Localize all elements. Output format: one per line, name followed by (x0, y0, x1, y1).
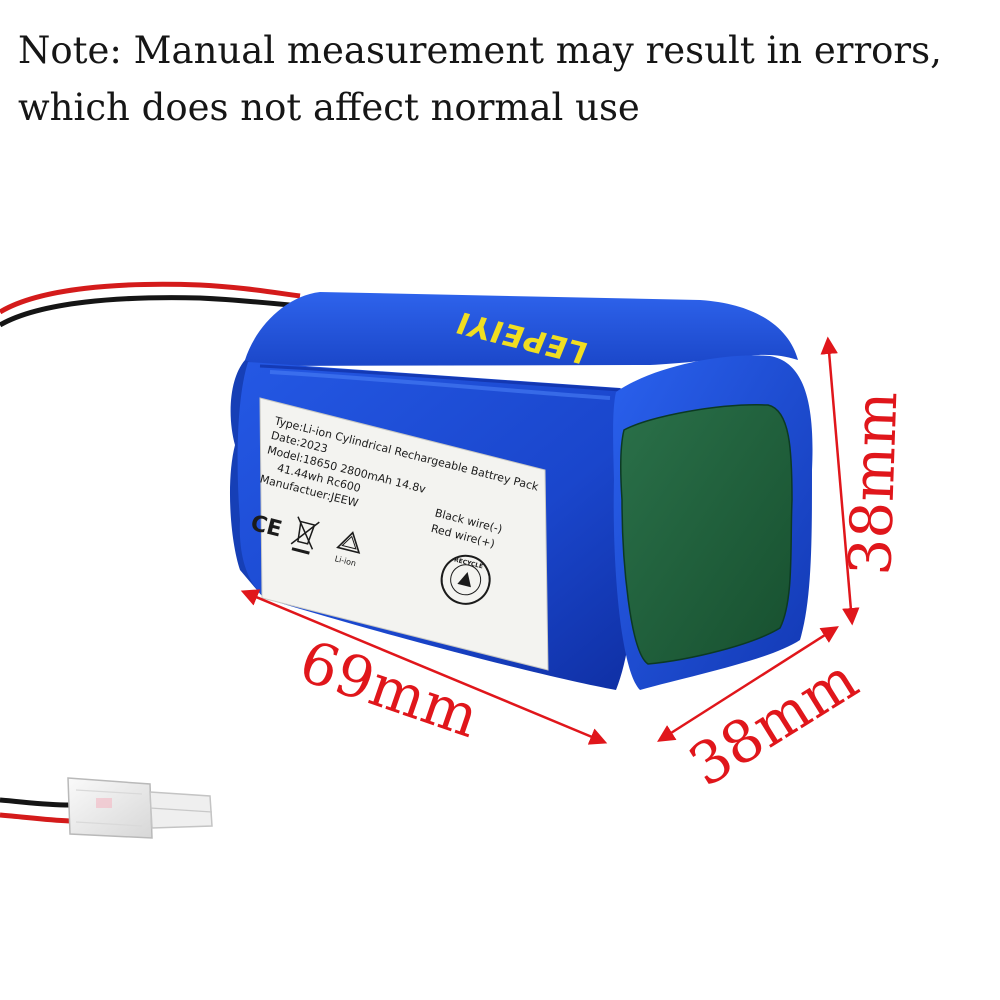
weee-bin-icon (290, 516, 320, 555)
top-wires (0, 281, 301, 328)
height-label: 38mm (836, 390, 910, 576)
connector-plug (67, 777, 213, 839)
note-line-1: Note: Manual measurement may result in e… (18, 29, 942, 72)
dimension-height: 38mm (820, 336, 910, 626)
note-line-2: which does not affect normal use (18, 86, 640, 129)
bottom-wires (0, 797, 71, 824)
note-caption: Note: Manual measurement may result in e… (18, 22, 993, 136)
